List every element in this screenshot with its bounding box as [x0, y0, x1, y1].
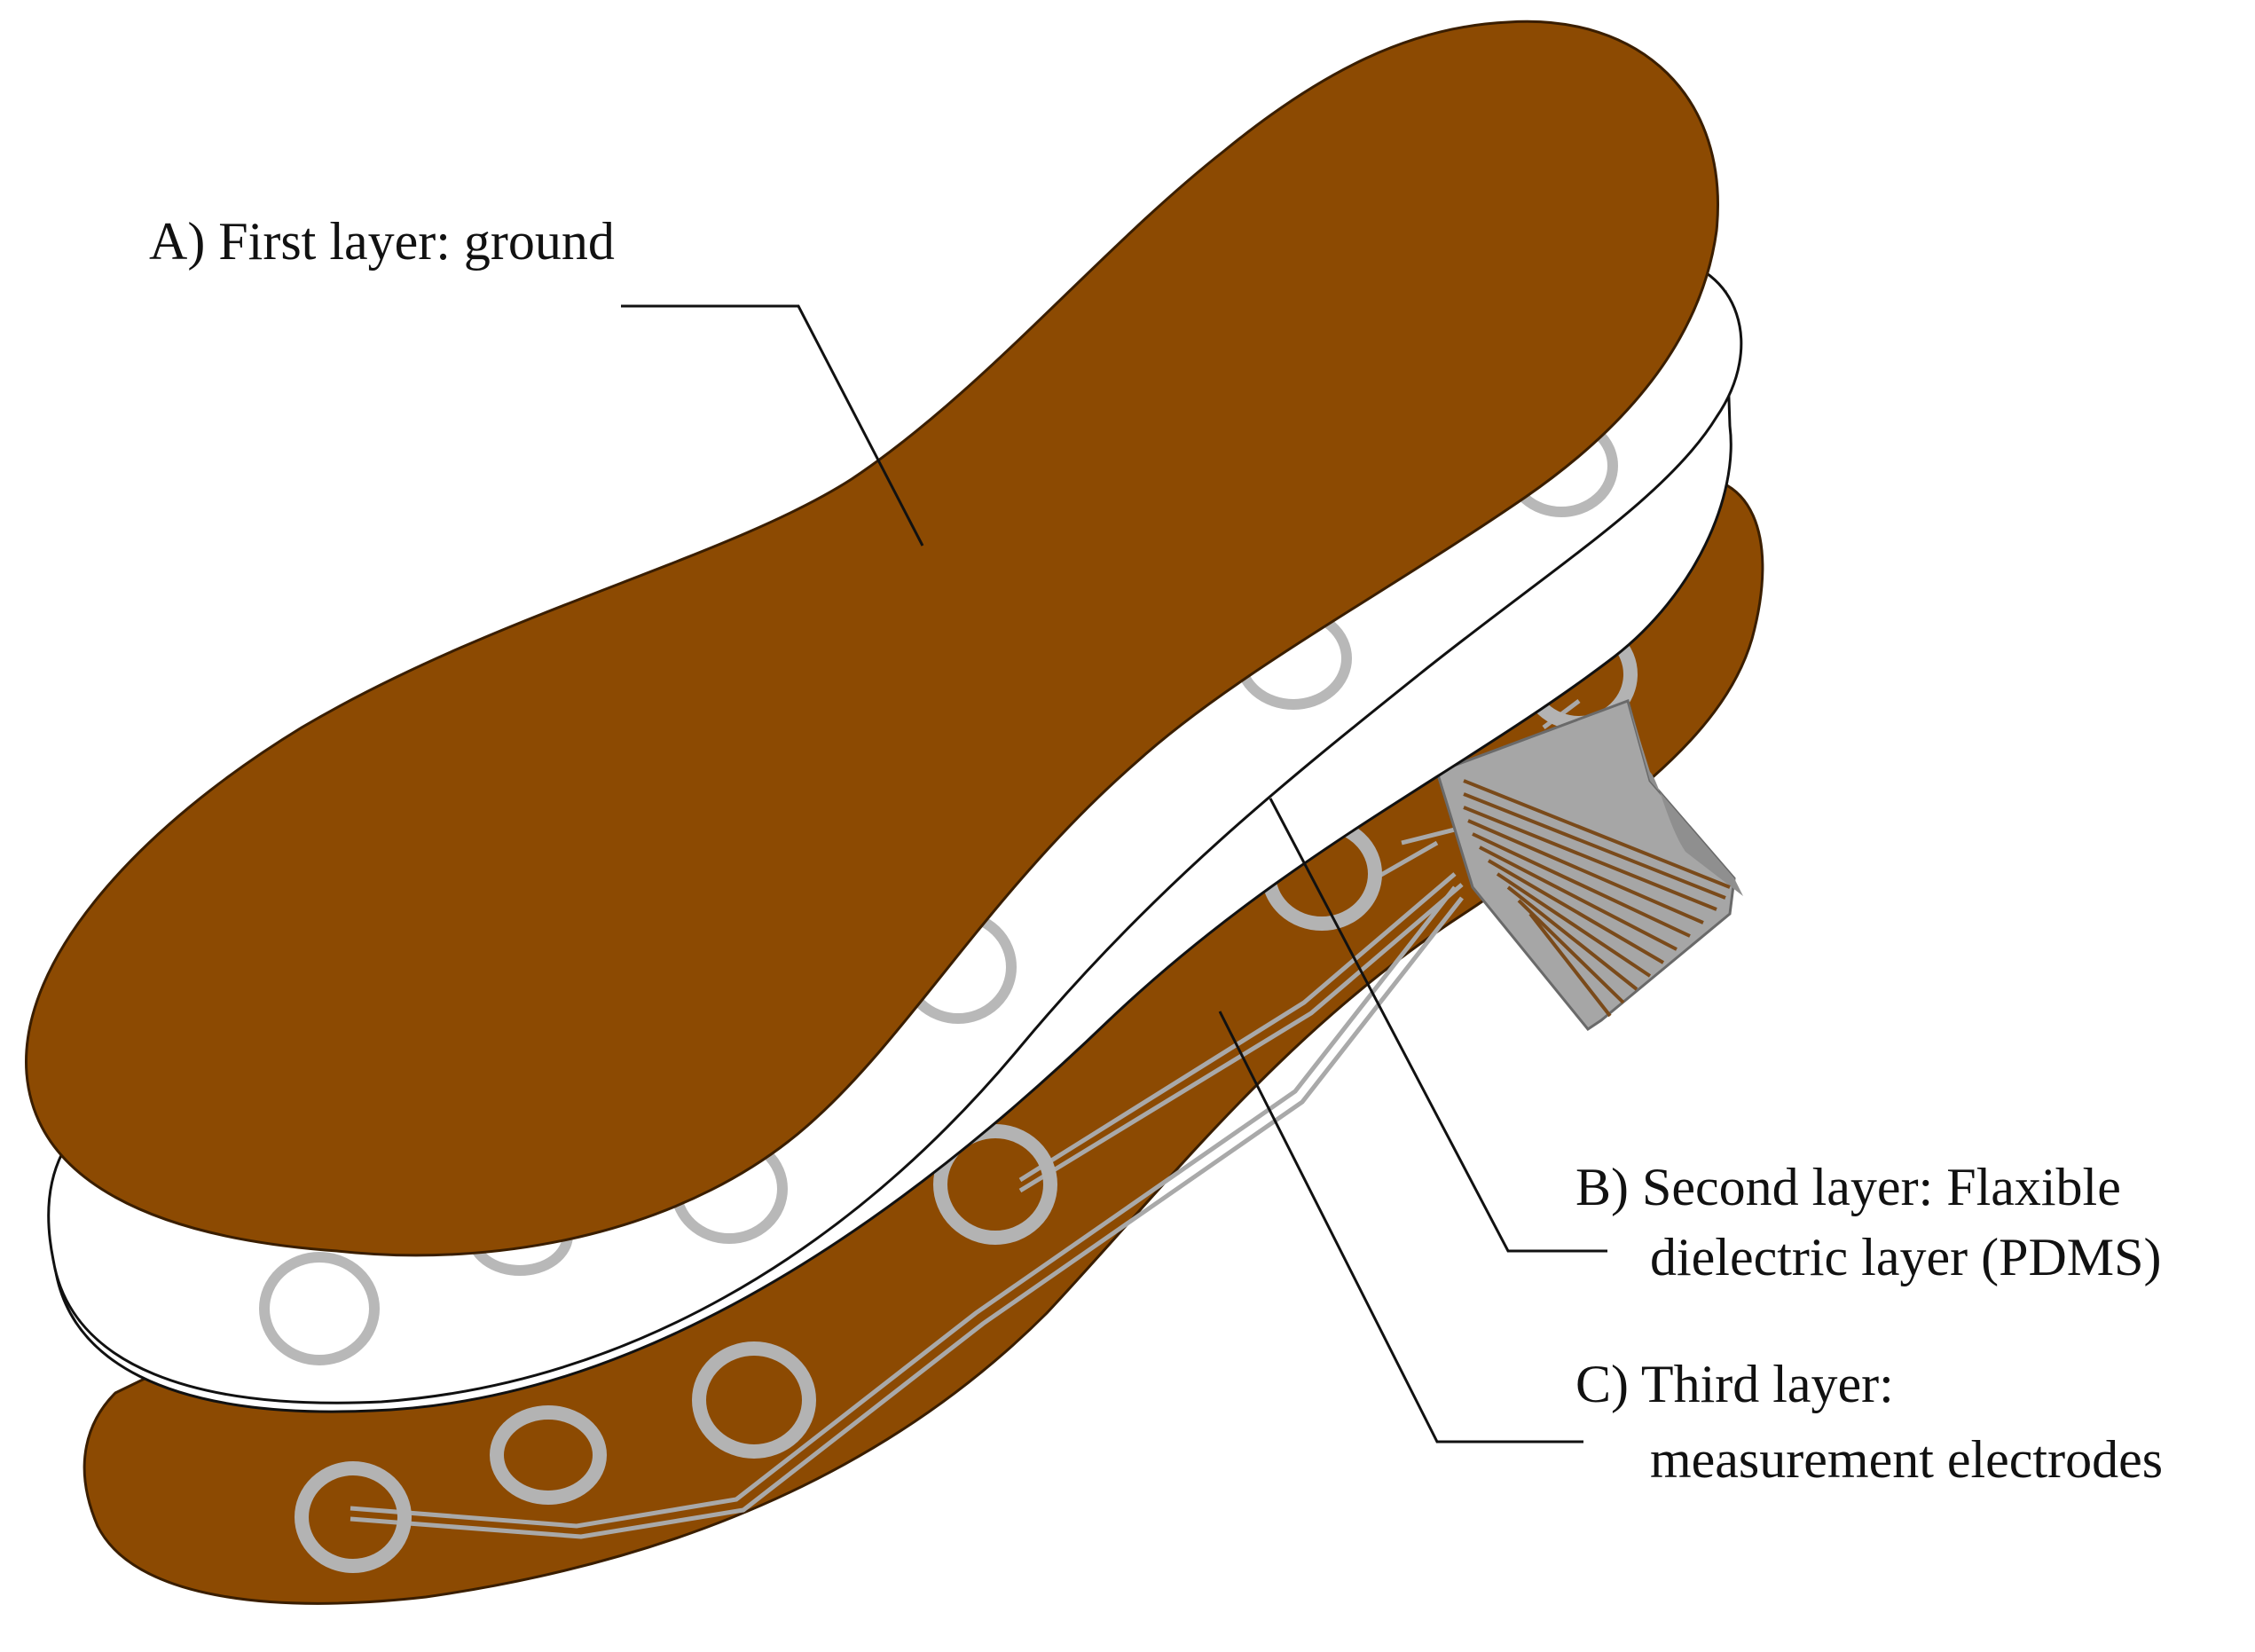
electrode-ring: [933, 1124, 1057, 1245]
label-third-layer-line1: C) Third layer:: [1575, 1355, 1894, 1413]
trace: [1018, 883, 1464, 1193]
trace: [1373, 840, 1439, 881]
flex-connector: [1435, 699, 1743, 1032]
leader-line-third-layer: [1218, 1011, 1583, 1444]
trace: [350, 896, 1464, 1539]
label-second-layer-line2: dielectric layer (PDMS): [1650, 1228, 2161, 1286]
leader-line-second-layer: [1269, 798, 1607, 1253]
labels: A) First layer: ground B) Second layer: …: [149, 212, 2163, 1489]
electrode-traces: [350, 699, 1581, 1539]
label-third-layer-line2: measurement electrodes: [1650, 1430, 2163, 1489]
label-first-layer: A) First layer: ground: [149, 212, 615, 271]
trace: [350, 885, 1457, 1529]
connector-flap: [1628, 701, 1743, 896]
label-second-layer-line1: B) Second layer: Flaxible: [1575, 1158, 2121, 1216]
leader-line-first-layer: [621, 304, 924, 547]
first-layer-sole: [25, 20, 1719, 1257]
electrode-ring: [259, 1252, 380, 1365]
trace: [1018, 872, 1457, 1183]
connector-pins: [1463, 779, 1731, 1018]
electrode-ring: [490, 1405, 607, 1505]
leader-lines: [621, 304, 1607, 1444]
first-layer-ground: [25, 20, 1719, 1257]
electrode-ring: [295, 1461, 412, 1573]
electrode-ring: [692, 1341, 816, 1459]
